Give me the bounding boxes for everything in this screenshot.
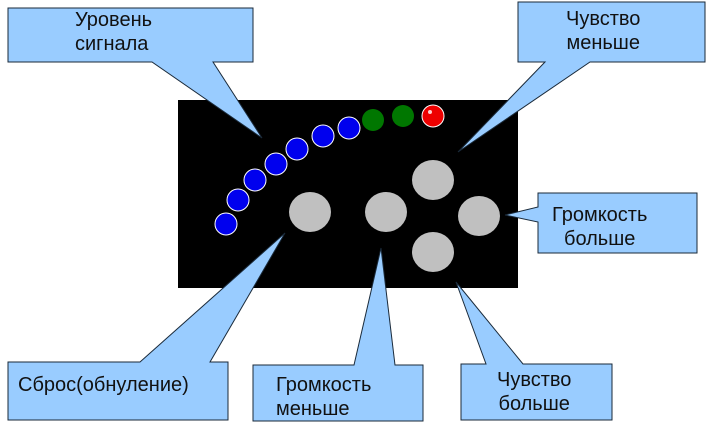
volume-down-callout [252, 247, 424, 422]
led-blue-2 [226, 188, 250, 212]
volume-down-button[interactable] [365, 192, 407, 232]
sensitivity-up-callout [455, 281, 613, 421]
reset-button[interactable] [289, 192, 331, 232]
led-red-10 [421, 104, 445, 128]
led-blue-1 [214, 212, 238, 236]
led-blue-4 [264, 152, 288, 176]
reset-label: Сброс(обнуление) [18, 374, 189, 396]
led-highlight [428, 110, 432, 114]
volume-up-callout [504, 192, 698, 254]
signal-level-callout [7, 7, 263, 139]
led-green-8 [362, 109, 384, 131]
led-blue-6 [311, 124, 335, 148]
led-blue-3 [243, 168, 267, 192]
reset-callout [7, 232, 286, 421]
led-blue-5 [285, 137, 309, 161]
sensitivity-down-callout [457, 1, 706, 153]
led-blue-7 [337, 116, 361, 140]
volume-up-button[interactable] [458, 196, 500, 236]
led-green-9 [392, 105, 414, 127]
sensitivity-up-button[interactable] [412, 232, 454, 272]
sensitivity-down-button[interactable] [412, 160, 454, 200]
